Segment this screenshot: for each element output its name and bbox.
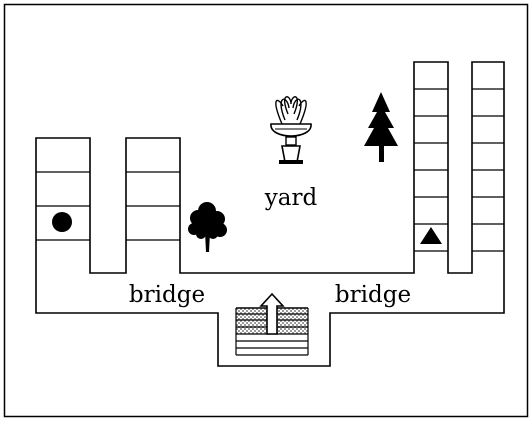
up-arrow-icon bbox=[259, 292, 285, 335]
yard-label: yard bbox=[264, 185, 318, 211]
pine-tree-icon bbox=[364, 92, 398, 162]
deciduous-tree-icon bbox=[188, 202, 227, 252]
bridge-right-label: bridge bbox=[335, 282, 411, 308]
building-outline bbox=[35, 61, 505, 367]
circle-marker bbox=[52, 212, 72, 232]
fountain-icon bbox=[270, 96, 312, 164]
triangle-marker bbox=[420, 227, 442, 244]
outer-frame bbox=[3, 3, 529, 418]
bridge-left-label: bridge bbox=[129, 282, 205, 308]
left-building-rows bbox=[36, 171, 180, 241]
right-building-rows bbox=[414, 88, 504, 252]
